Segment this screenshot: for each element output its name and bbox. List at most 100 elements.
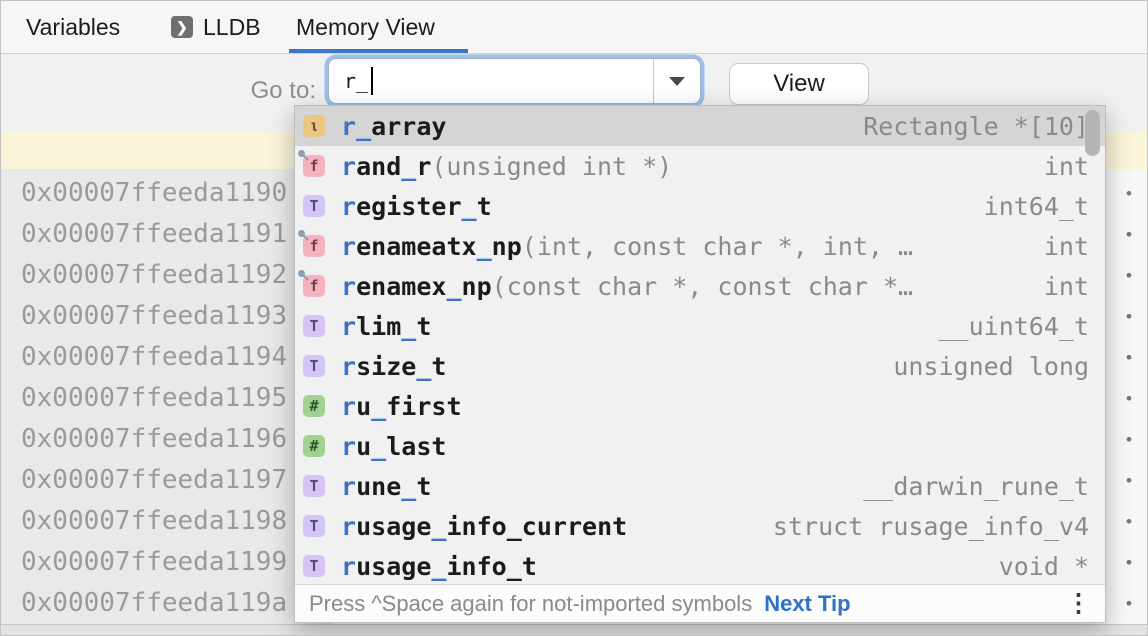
memory-ascii-dots: • • • bbox=[1097, 389, 1141, 449]
memory-address: 0x00007ffeeda1191 bbox=[21, 219, 288, 249]
pin-badge-icon bbox=[298, 230, 309, 241]
pin-badge-icon bbox=[298, 270, 309, 281]
item-type: int64_t bbox=[983, 191, 1089, 221]
pin-badge-icon bbox=[298, 150, 309, 161]
item-type: struct rusage_info_v4 bbox=[772, 511, 1089, 541]
memory-address-gutter bbox=[1, 169, 331, 624]
item-type: int bbox=[1043, 151, 1089, 181]
item-type: __darwin_rune_t bbox=[863, 471, 1089, 501]
bottom-scrollbar-track[interactable] bbox=[1, 624, 1147, 635]
memory-ascii-dots: • • • bbox=[1097, 225, 1141, 285]
typedef-icon: T bbox=[303, 475, 325, 497]
item-name: rusage_info_current bbox=[341, 511, 628, 541]
completion-item-rand_r[interactable]: f rand_r(unsigned int *) int bbox=[295, 146, 1105, 186]
memory-ascii-dots: • • • bbox=[1097, 266, 1141, 326]
tab-variables[interactable]: Variables bbox=[26, 1, 120, 53]
text-caret bbox=[371, 67, 373, 95]
memory-ascii-dots: • • • bbox=[1097, 512, 1141, 572]
footer-hint: Press ^Space again for not-imported symb… bbox=[309, 590, 753, 616]
tab-lldb-label: LLDB bbox=[203, 13, 261, 40]
function-icon: f bbox=[298, 150, 325, 177]
lldb-console-icon: ❯ bbox=[171, 16, 193, 38]
item-signature: (const char *, const char *… bbox=[491, 271, 914, 301]
typedef-icon: T bbox=[303, 355, 325, 377]
item-type: Rectangle *[10] bbox=[863, 111, 1089, 141]
item-name: rsize_t bbox=[341, 351, 447, 381]
memory-ascii-dots: • • • bbox=[1097, 348, 1141, 408]
typedef-icon: T bbox=[303, 315, 325, 337]
item-type: int bbox=[1043, 271, 1089, 301]
item-name: ru_first bbox=[341, 391, 462, 421]
memory-address: 0x00007ffeeda1193 bbox=[21, 301, 288, 331]
item-name: r_array bbox=[341, 111, 447, 141]
completion-item-renameatx_np[interactable]: f renameatx_np(int, const char *, int, … i… bbox=[295, 226, 1105, 266]
tab-variables-label: Variables bbox=[26, 13, 121, 40]
function-icon: f bbox=[298, 270, 325, 297]
completion-item-ru_last[interactable]: # ru_last bbox=[295, 426, 1105, 466]
memory-address: 0x00007ffeeda1197 bbox=[21, 465, 288, 495]
next-tip-link[interactable]: Next Tip bbox=[764, 590, 851, 616]
memory-ascii-dots: • • • bbox=[1097, 594, 1141, 613]
macro-icon: # bbox=[303, 435, 325, 457]
popup-scrollbar-thumb[interactable] bbox=[1085, 110, 1100, 156]
goto-combobox bbox=[328, 58, 701, 104]
goto-label: Go to: bbox=[250, 77, 316, 104]
memory-address: 0x00007ffeeda1192 bbox=[21, 260, 288, 290]
memory-ascii-dots: • • • bbox=[1097, 471, 1141, 531]
view-button-label: View bbox=[773, 70, 825, 97]
memory-address: 0x00007ffeeda1190 bbox=[21, 178, 288, 208]
completion-popup: ι r_array Rectangle *[10] f rand_r(unsigned … bbox=[294, 105, 1106, 623]
memory-address: 0x00007ffeeda1195 bbox=[21, 383, 288, 413]
item-name: rlim_t bbox=[341, 311, 432, 341]
memory-ascii-dots: • • • bbox=[1097, 184, 1141, 244]
variable-icon: ι bbox=[303, 115, 325, 137]
item-type: void * bbox=[998, 551, 1089, 581]
typedef-icon: T bbox=[303, 555, 325, 577]
popup-footer: Press ^Space again for not-imported symb… bbox=[295, 584, 1105, 622]
item-signature: (unsigned int *) bbox=[431, 151, 673, 181]
macro-icon: # bbox=[303, 395, 325, 417]
completion-item-ru_first[interactable]: # ru_first bbox=[295, 386, 1105, 426]
goto-input[interactable] bbox=[329, 59, 651, 103]
item-type: unsigned long bbox=[893, 351, 1089, 381]
memory-address: 0x00007ffeeda1194 bbox=[21, 342, 288, 372]
kebab-menu-icon[interactable]: ⋮ bbox=[1066, 589, 1091, 617]
typedef-icon: T bbox=[303, 515, 325, 537]
typedef-icon: T bbox=[303, 195, 325, 217]
function-icon: f bbox=[298, 230, 325, 257]
memory-address: 0x00007ffeeda1196 bbox=[21, 424, 288, 454]
view-button[interactable]: View bbox=[729, 63, 869, 105]
completion-list: ι r_array Rectangle *[10] f rand_r(unsigned … bbox=[295, 106, 1105, 586]
memory-address: 0x00007ffeeda1199 bbox=[21, 547, 288, 577]
item-name: register_t bbox=[341, 191, 492, 221]
item-name: rand_r bbox=[341, 151, 432, 181]
tab-memory-view[interactable]: Memory View bbox=[296, 1, 435, 53]
item-name: ru_last bbox=[341, 431, 447, 461]
completion-item-r_array[interactable]: ι r_array Rectangle *[10] bbox=[295, 106, 1105, 146]
memory-address: 0x00007ffeeda1198 bbox=[21, 506, 288, 536]
item-signature: (int, const char *, int, … bbox=[521, 231, 914, 261]
active-tab-underline bbox=[289, 49, 468, 53]
combobox-dropdown-button[interactable] bbox=[653, 59, 700, 103]
tab-lldb[interactable]: ❯ LLDB bbox=[171, 1, 261, 53]
item-name: rusage_info_t bbox=[341, 551, 537, 581]
completion-item-renamex_np[interactable]: f renamex_np(const char *, const char *… i… bbox=[295, 266, 1105, 306]
item-name: renamex_np bbox=[341, 271, 492, 301]
item-type: __uint64_t bbox=[938, 311, 1089, 341]
memory-ascii-dots: • • • bbox=[1097, 553, 1141, 613]
debug-tabbar: Variables ❯ LLDB Memory View bbox=[1, 1, 1147, 54]
item-type: int bbox=[1043, 231, 1089, 261]
item-name: renameatx_np bbox=[341, 231, 522, 261]
item-name: rune_t bbox=[341, 471, 432, 501]
chevron-down-icon bbox=[669, 76, 685, 86]
memory-address: 0x00007ffeeda119a bbox=[21, 588, 288, 618]
memory-ascii-dots: • • • bbox=[1097, 307, 1141, 367]
tab-memory-view-label: Memory View bbox=[296, 13, 435, 40]
